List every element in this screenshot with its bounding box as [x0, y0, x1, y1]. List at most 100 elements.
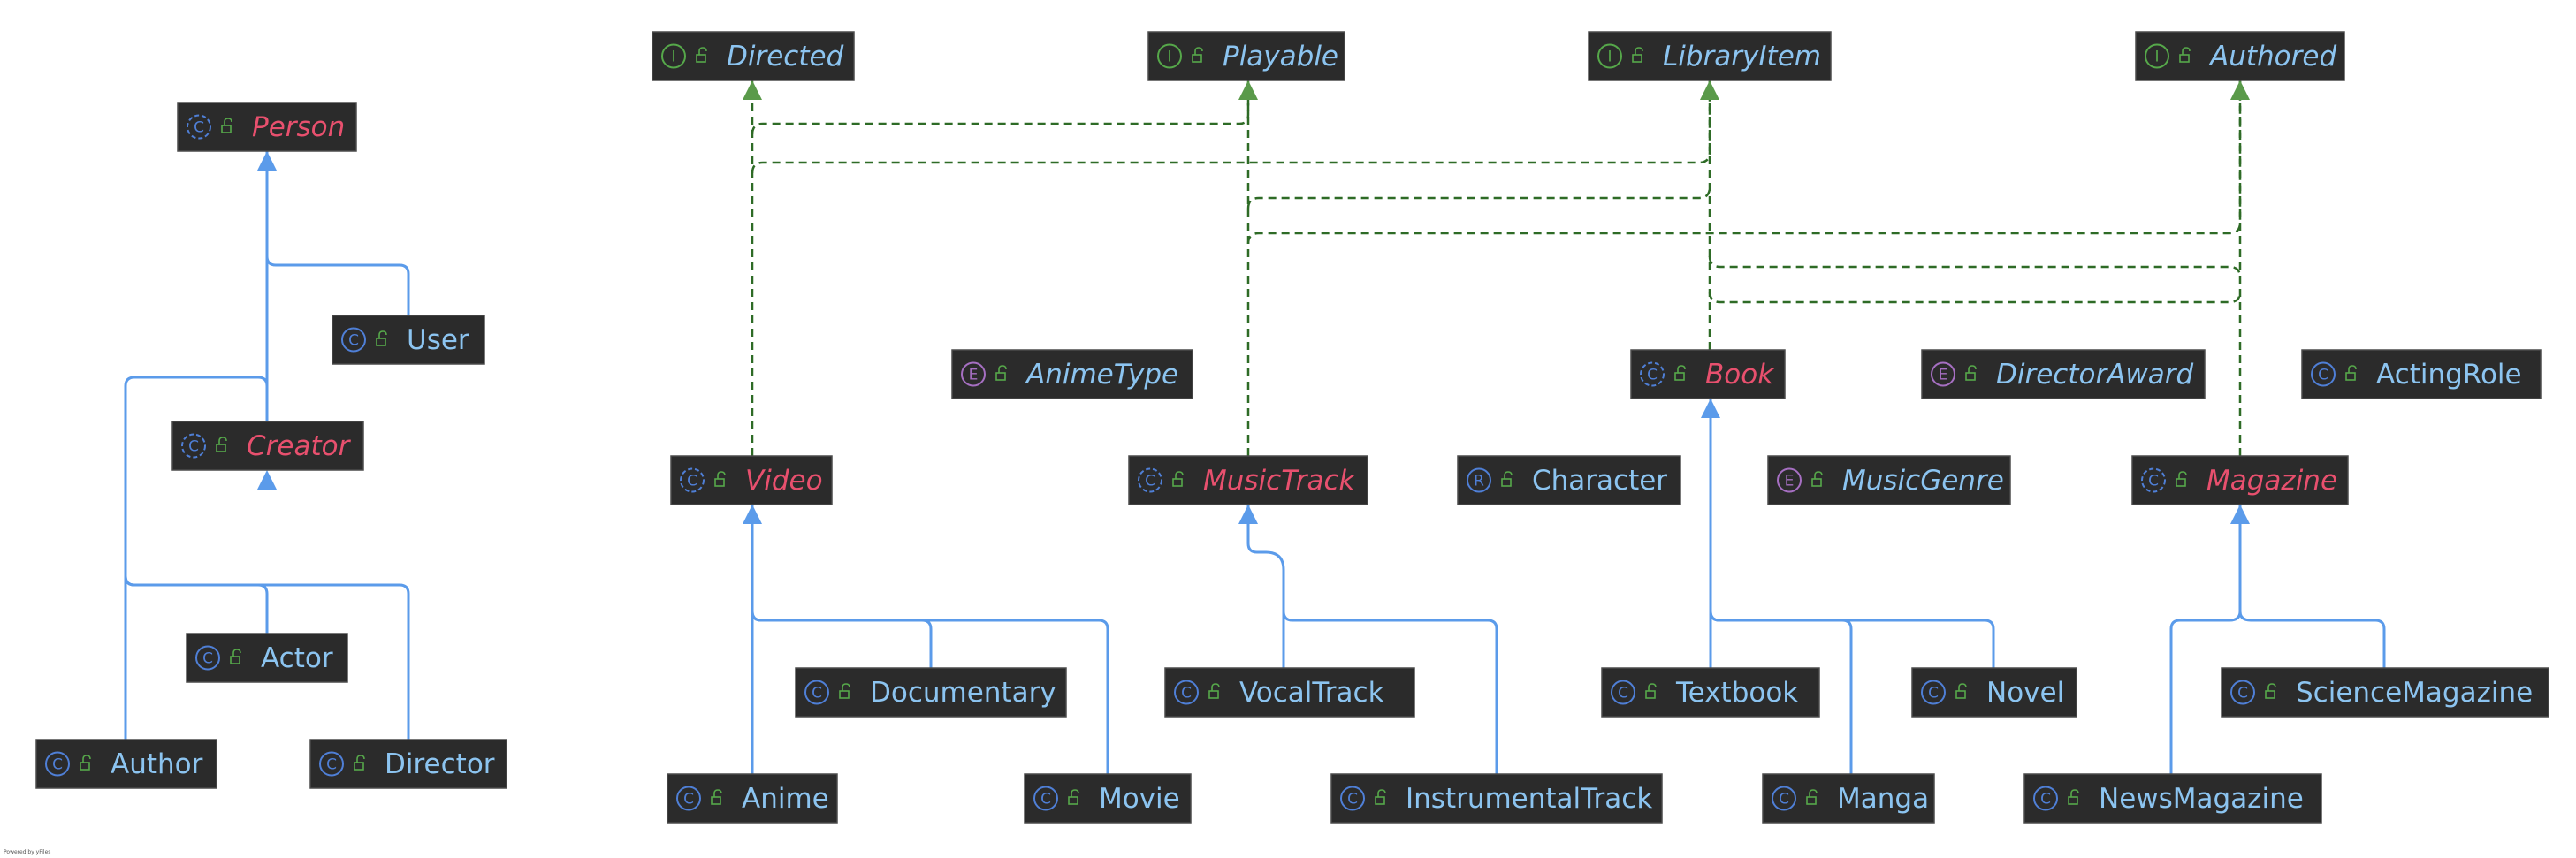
lock-icon: [2179, 47, 2191, 63]
svg-text:C: C: [1347, 791, 1358, 809]
node-box: [1588, 31, 1832, 81]
enum-icon: E: [961, 361, 986, 387]
lock-icon: [2265, 683, 2276, 699]
node-character[interactable]: R Character: [1457, 455, 1681, 505]
svg-text:C: C: [52, 756, 63, 774]
class-icon: C: [195, 645, 220, 671]
node-label: AnimeType: [1025, 359, 1178, 391]
node-box: [1128, 455, 1368, 505]
lock-icon: [354, 755, 365, 771]
interface-icon: I: [1157, 43, 1182, 69]
class-icon: C: [1772, 786, 1796, 811]
lock-icon: [1674, 365, 1686, 381]
svg-text:I: I: [1607, 49, 1612, 66]
lock-icon: [1501, 471, 1513, 487]
node-box: [2135, 31, 2345, 81]
class-icon: C: [1174, 680, 1199, 705]
svg-text:C: C: [1040, 791, 1051, 809]
extends-edge-newsmagazine: [2169, 505, 2242, 774]
extends-edge-actor: [124, 376, 269, 634]
node-label: Anime: [742, 783, 829, 815]
svg-text:C: C: [2318, 367, 2328, 384]
svg-text:E: E: [969, 367, 979, 384]
svg-text:C: C: [1618, 685, 1628, 702]
svg-text:C: C: [687, 473, 697, 490]
node-anime-type[interactable]: E AnimeType: [951, 349, 1193, 399]
extends-edge-sciencemagazine: [2238, 611, 2386, 668]
node-box: [1164, 667, 1415, 718]
node-label: Book: [1705, 359, 1774, 391]
node-label: InstrumentalTrack: [1406, 783, 1652, 815]
node-label: Character: [1532, 465, 1667, 497]
class-icon: C: [1033, 786, 1058, 811]
node-book[interactable]: C Book: [1630, 349, 1786, 399]
extends-arrowhead-book: [1701, 399, 1720, 418]
class-icon: C: [181, 433, 206, 459]
node-box: [2131, 455, 2349, 505]
node-box: [35, 739, 217, 789]
node-label: Person: [252, 111, 345, 143]
node-author[interactable]: C Author: [35, 739, 217, 789]
implements-edge-video-1: [751, 80, 1250, 135]
extends-arrowhead-person: [257, 151, 277, 171]
node-box: [2023, 773, 2322, 824]
lock-icon: [1208, 683, 1220, 699]
svg-text:C: C: [2237, 685, 2248, 702]
extends-edge-instrumentaltrack: [1282, 570, 1498, 774]
node-instrumental-track[interactable]: C InstrumentalTrack: [1330, 773, 1663, 824]
node-label: Authored: [2208, 41, 2336, 72]
extends-edge-movie: [751, 611, 1109, 774]
class-icon: C: [2311, 361, 2336, 387]
lock-icon: [1955, 683, 1967, 699]
svg-text:R: R: [1474, 473, 1484, 490]
node-anime[interactable]: C Anime: [667, 773, 838, 824]
node-label: MusicGenre: [1842, 465, 2004, 497]
node-box: [1330, 773, 1663, 824]
lock-icon: [1632, 47, 1643, 63]
extends-arrowhead-magazine: [2230, 505, 2250, 524]
interface-icon: I: [1597, 43, 1622, 69]
lock-icon: [230, 649, 241, 664]
svg-text:C: C: [1647, 367, 1658, 384]
svg-text:C: C: [683, 791, 694, 809]
node-label: Video: [745, 465, 823, 497]
lock-icon: [1068, 789, 1079, 805]
implements-arrowhead-authored: [2230, 80, 2250, 100]
node-label: Novel: [1986, 677, 2064, 709]
lock-icon: [711, 789, 722, 805]
node-label: Author: [111, 748, 203, 780]
lock-icon: [2176, 471, 2187, 487]
node-label: User: [407, 324, 469, 356]
node-box: [332, 315, 485, 365]
node-label: Director: [385, 748, 495, 780]
node-box: [951, 349, 1193, 399]
implements-edge-book-7: [1708, 255, 2242, 278]
node-box: [2301, 349, 2542, 399]
node-video[interactable]: C Video: [670, 455, 833, 505]
class-icon: C: [2230, 680, 2255, 705]
lock-icon: [1806, 789, 1818, 805]
node-label: MusicTrack: [1203, 465, 1356, 497]
